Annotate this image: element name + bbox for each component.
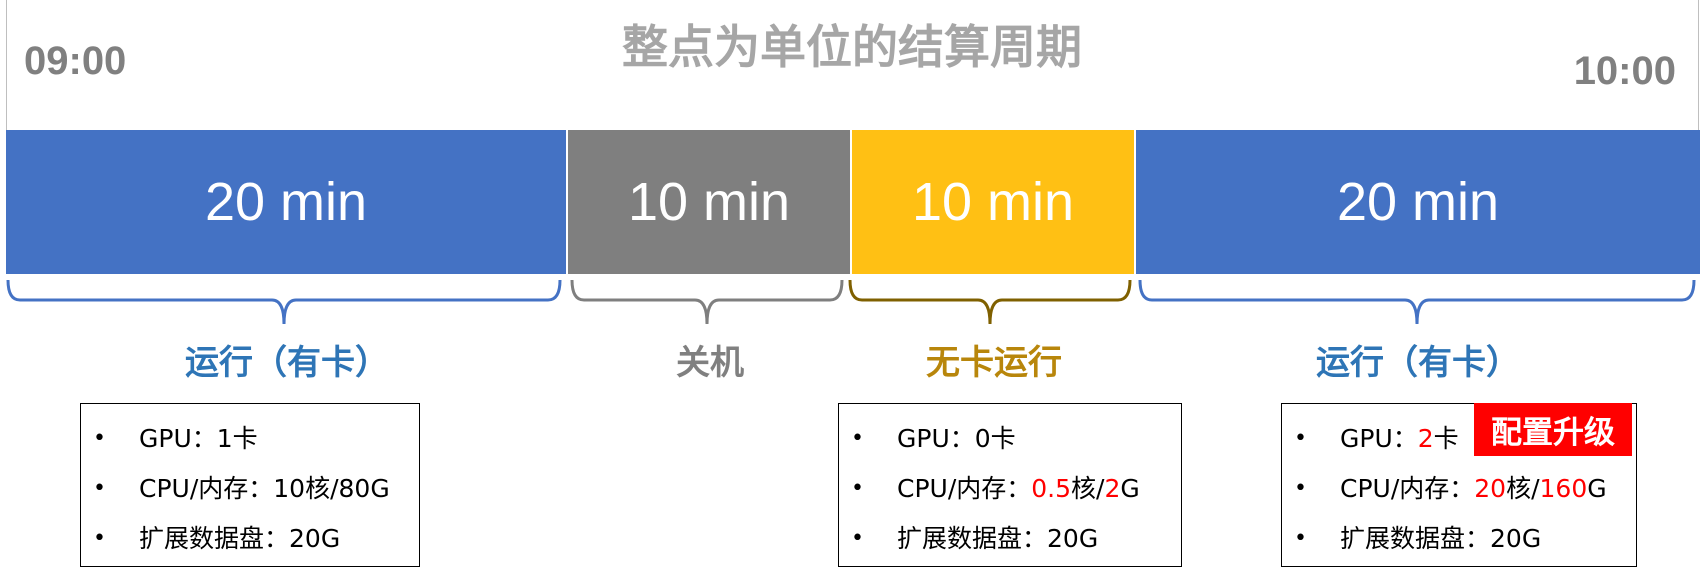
spec-cpu-label: CPU/内存： xyxy=(1340,474,1475,503)
spec-disk-label: 扩展数据盘： xyxy=(1340,524,1491,553)
spec-cpu-label: CPU/内存： xyxy=(897,474,1032,503)
bullet-icon: • xyxy=(1294,526,1307,551)
spec-disk: • 扩展数据盘：20G xyxy=(81,514,419,564)
state-label-shutdown: 关机 xyxy=(676,343,744,383)
bullet-icon: • xyxy=(93,426,106,451)
spec-gpu-value: 0 xyxy=(974,424,991,453)
brace-icon xyxy=(848,279,1132,325)
spec-list: • GPU：1卡 • CPU/内存：10核/80G • 扩展数据盘：20G xyxy=(81,414,419,564)
spec-disk-value: 20G xyxy=(1047,524,1099,553)
spec-gpu: • GPU：0卡 xyxy=(839,414,1181,464)
spec-gpu: • GPU：2卡 xyxy=(1282,414,1636,464)
spec-cpu-core-unit: 核/ xyxy=(1071,474,1105,503)
segment-duration-label: 10 min xyxy=(911,172,1075,232)
spec-cpu-core-unit: 核/ xyxy=(1506,474,1540,503)
bullet-icon: • xyxy=(851,426,864,451)
config-upgrade-badge: 配置升级 xyxy=(1474,403,1632,456)
timeline-segment-shutdown: 10 min xyxy=(568,130,852,274)
state-label-running: 运行（有卡） xyxy=(1316,343,1520,383)
spec-box-running-1: • GPU：1卡 • CPU/内存：10核/80G • 扩展数据盘：20G xyxy=(80,403,420,567)
spec-box-running-2: • GPU：2卡 • CPU/内存：20核/160G • 扩展数据盘：20G xyxy=(1281,403,1637,567)
spec-gpu-unit: 卡 xyxy=(1433,424,1459,453)
spec-memory-value: 160 xyxy=(1539,474,1588,503)
spec-cpu-label: CPU/内存： xyxy=(139,474,274,503)
diagram-title: 整点为单位的结算周期 xyxy=(622,20,1082,74)
spec-memory-value: 2 xyxy=(1104,474,1121,503)
spec-cpu-memory: • CPU/内存：20核/160G xyxy=(1282,464,1636,514)
spec-gpu-value: 1 xyxy=(216,424,233,453)
spec-disk-value: 20G xyxy=(289,524,341,553)
spec-memory-unit: G xyxy=(370,474,390,503)
bullet-icon: • xyxy=(851,526,864,551)
spec-gpu-label: GPU： xyxy=(897,424,975,453)
spec-cpu-cores: 20 xyxy=(1474,474,1507,503)
spec-cpu-cores: 0.5 xyxy=(1031,474,1072,503)
brace-icon xyxy=(1138,279,1696,325)
timeline-segment-running-1: 20 min xyxy=(6,130,568,274)
spec-gpu-unit: 卡 xyxy=(232,424,258,453)
end-time-label: 10:00 xyxy=(1573,49,1676,93)
spec-disk: • 扩展数据盘：20G xyxy=(839,514,1181,564)
spec-list: • GPU：2卡 • CPU/内存：20核/160G • 扩展数据盘：20G xyxy=(1282,414,1636,564)
spec-list: • GPU：0卡 • CPU/内存：0.5核/2G • 扩展数据盘：20G xyxy=(839,414,1181,564)
spec-box-no-gpu: • GPU：0卡 • CPU/内存：0.5核/2G • 扩展数据盘：20G xyxy=(838,403,1182,567)
spec-cpu-memory: • CPU/内存：0.5核/2G xyxy=(839,464,1181,514)
spec-disk-label: 扩展数据盘： xyxy=(139,524,290,553)
segment-duration-label: 10 min xyxy=(627,172,791,232)
timeline-segment-running-2: 20 min xyxy=(1136,130,1700,274)
spec-cpu-cores: 10 xyxy=(273,474,306,503)
brace-icon xyxy=(570,279,844,325)
spec-disk-value: 20G xyxy=(1490,524,1542,553)
brace-icon xyxy=(6,279,562,325)
spec-disk: • 扩展数据盘：20G xyxy=(1282,514,1636,564)
spec-memory-value: 80 xyxy=(338,474,371,503)
bullet-icon: • xyxy=(1294,476,1307,501)
spec-gpu-label: GPU： xyxy=(139,424,217,453)
start-time-label: 09:00 xyxy=(24,39,127,83)
segment-duration-label: 20 min xyxy=(1336,172,1500,232)
timeline-segment-no-gpu: 10 min xyxy=(852,130,1136,274)
spec-gpu-unit: 卡 xyxy=(990,424,1016,453)
spec-gpu: • GPU：1卡 xyxy=(81,414,419,464)
bullet-icon: • xyxy=(93,476,106,501)
spec-cpu-core-unit: 核/ xyxy=(305,474,339,503)
spec-gpu-value: 2 xyxy=(1417,424,1434,453)
bullet-icon: • xyxy=(93,526,106,551)
state-label-no-gpu: 无卡运行 xyxy=(926,343,1062,383)
segment-duration-label: 20 min xyxy=(204,172,368,232)
spec-disk-label: 扩展数据盘： xyxy=(897,524,1048,553)
spec-gpu-label: GPU： xyxy=(1340,424,1418,453)
state-label-running: 运行（有卡） xyxy=(185,343,389,383)
spec-memory-unit: G xyxy=(1587,474,1607,503)
spec-cpu-memory: • CPU/内存：10核/80G xyxy=(81,464,419,514)
timeline-start-rule xyxy=(6,0,7,130)
spec-memory-unit: G xyxy=(1120,474,1140,503)
timeline-end-rule xyxy=(1698,0,1699,130)
bullet-icon: • xyxy=(1294,426,1307,451)
bullet-icon: • xyxy=(851,476,864,501)
